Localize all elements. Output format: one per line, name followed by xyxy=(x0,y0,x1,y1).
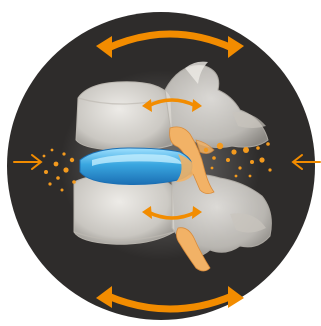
intervertebral-disc xyxy=(80,148,196,185)
